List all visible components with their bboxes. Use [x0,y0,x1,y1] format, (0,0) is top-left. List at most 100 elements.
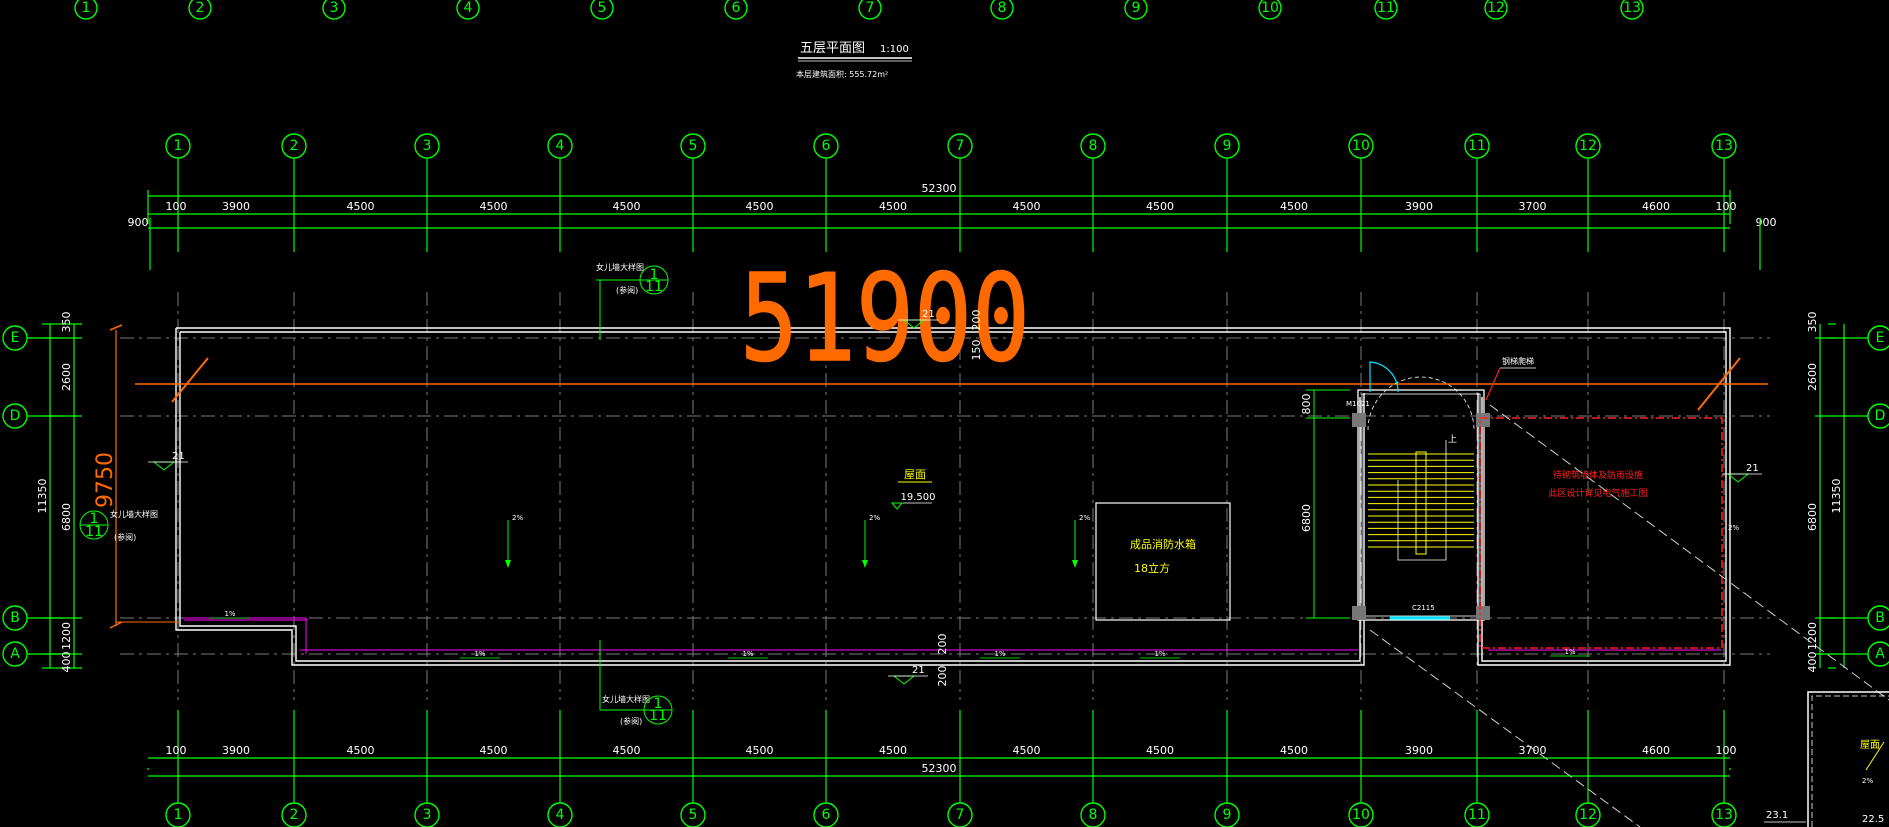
red-zone [1479,417,1723,649]
dim-bay: 3900 [1405,744,1433,757]
axis-bubble [165,133,191,159]
axis-number: 12 [1579,138,1597,154]
axis-number: 10 [1352,138,1370,154]
axis-bubble [1711,133,1737,159]
axis-bubble [1484,0,1508,20]
dim-bay: 4500 [347,744,375,757]
section-mark [1726,473,1750,483]
axis-number: 5 [689,807,698,823]
axis-bubble [547,133,573,159]
axis-number: 4 [464,0,473,16]
svg-text:(参阅): (参阅) [114,532,136,542]
dim-bay: 4500 [1013,200,1041,213]
svg-text:(参阅): (参阅) [616,285,638,295]
slope-arrows: 2%2%2%1%1%1%1%1%1%2% [210,514,1739,659]
axis-number: 9 [1132,0,1141,16]
axis-number: 10 [1261,0,1279,16]
axis-bubble [1214,133,1240,159]
stair-handrail [1415,451,1427,555]
axis-bubble [680,133,706,159]
slope-label: 2% [869,514,880,522]
axis-bubble [1124,0,1148,20]
stair-path [1397,440,1447,561]
section-mark [152,461,176,471]
axis-number: 2 [196,0,205,16]
axis-bubble [1464,802,1490,827]
dim-bay: 3900 [1405,200,1433,213]
axis-number: 1 [82,0,91,16]
section-mark [892,675,916,685]
axis-number: 11 [1468,138,1486,154]
axis-letter: E [11,330,20,346]
dim-bay: 4600 [1642,200,1670,213]
axis-bubble [590,0,614,20]
dim-bay: 4500 [613,744,641,757]
stair [1368,440,1474,561]
dim-total: 11350 [36,479,49,514]
section-number: 21 [922,309,935,320]
axis-number: 8 [1089,138,1098,154]
axis-number: 12 [1579,807,1597,823]
axis-bubble [1258,0,1282,20]
svg-text:女儿墙大样图: 女儿墙大样图 [110,509,158,519]
fire-box-label: 钢梯爬梯 [1502,356,1534,366]
axis-bubble [414,802,440,827]
dim-seg: 1200 [60,622,73,650]
axis-bubble [547,802,573,827]
dim-seg: 1200 [1806,622,1819,650]
axis-lines [120,292,1770,700]
dim-bay: 4500 [746,744,774,757]
axis-bubble [1711,802,1737,827]
axis-number: 10 [1352,807,1370,823]
gutter-lines [184,617,1722,654]
axis-bubble [947,133,973,159]
axis-number: 13 [1623,0,1641,16]
axis-number: 12 [1487,0,1505,16]
axis-number: 13 [1715,807,1733,823]
axis-bubble [1575,133,1601,159]
dim-bay: 4500 [480,200,508,213]
axis-number: 6 [822,138,831,154]
axis-bubble [858,0,882,20]
axis-number: 1 [174,138,183,154]
dim-seg: 400 [60,652,73,673]
dim-bay: 4500 [746,200,774,213]
svg-text:1: 1 [650,267,659,283]
axis-number: 4 [556,807,565,823]
dim-bay: 3700 [1519,200,1547,213]
svg-text:2%: 2% [1862,777,1873,785]
dim-bay: 3900 [222,744,250,757]
axis-letter: A [10,646,20,662]
slope-arrowhead [1072,560,1078,568]
svg-text:1: 1 [90,511,99,527]
door-swing [1369,361,1399,393]
dim-bay: 4500 [480,744,508,757]
axis-number: 2 [290,138,299,154]
dim-bay: 3700 [1519,744,1547,757]
stair-dims: 800 6800 [1300,389,1350,619]
axis-bubble [1214,802,1240,827]
axis-number: 6 [732,0,741,16]
slope-label: 1% [742,650,753,658]
roof-label: 屋面 [904,468,926,481]
fire-water-tank [1095,502,1231,621]
stair-up-label: 上 [1448,434,1457,445]
slope-label: 1% [994,650,1005,658]
axis-number: 11 [1468,807,1486,823]
dim-seg: 6800 [1806,503,1819,531]
dim-bay: 4500 [1013,744,1041,757]
dim-seg: 2600 [1806,363,1819,391]
window-label: C2115 [1412,604,1435,612]
axis-number: 8 [998,0,1007,16]
axis-bubble [724,0,748,20]
axis-number: 2 [290,807,299,823]
svg-text:800: 800 [1300,394,1313,415]
slope-label: 1% [474,650,485,658]
svg-text:女儿墙大样图: 女儿墙大样图 [602,694,650,704]
area-note: 本层建筑面积: 555.72m² [796,69,888,79]
axis-number: 4 [556,138,565,154]
axis-bubble [74,0,98,20]
